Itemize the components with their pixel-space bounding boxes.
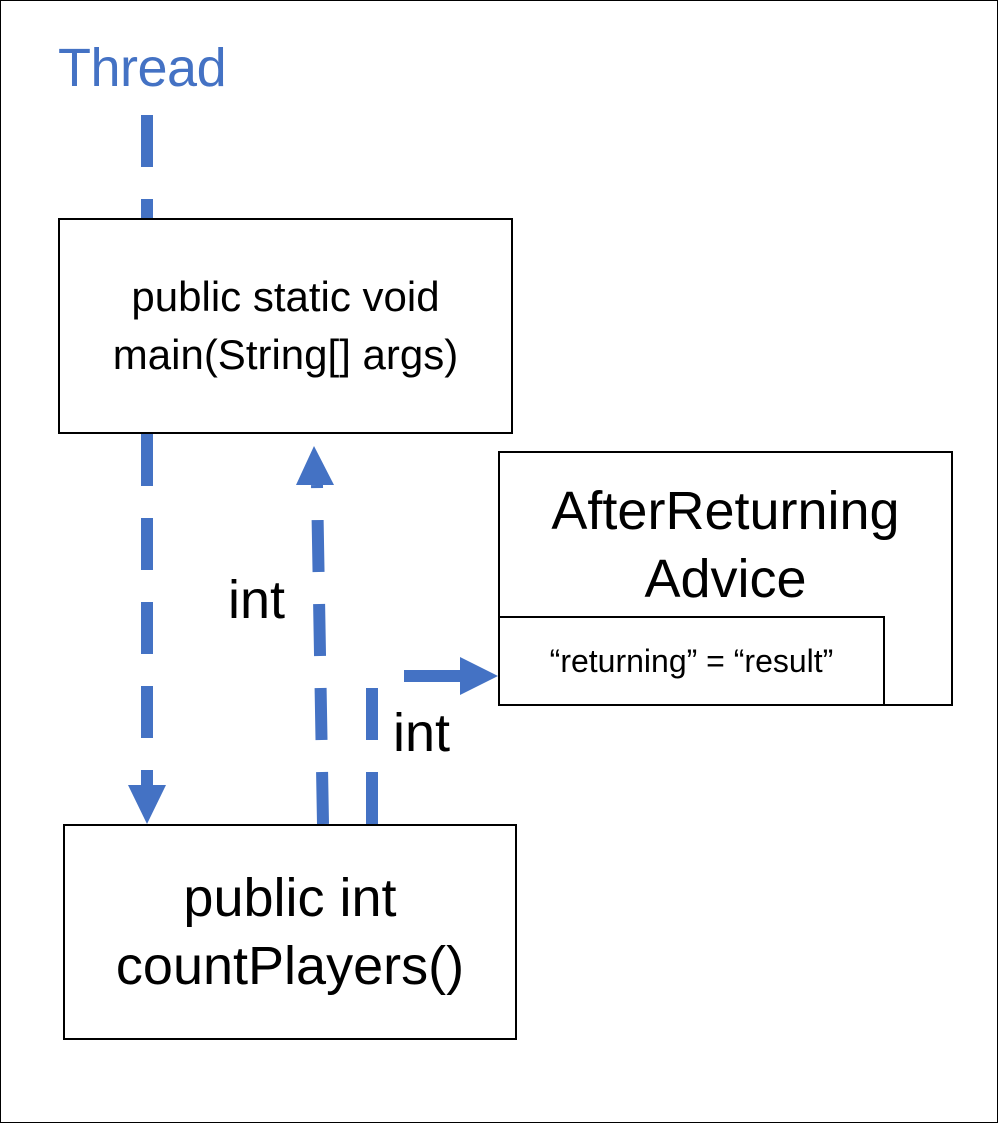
count-players-method-box: public int countPlayers() [63, 824, 517, 1040]
after-returning-advice-box: AfterReturning Advice “returning” = “res… [498, 451, 953, 706]
main-method-label: public static void main(String[] args) [112, 273, 459, 378]
return-type-label-advice: int [393, 703, 451, 763]
advice-arrow-head [460, 657, 498, 695]
returning-attribute: “returning” = “result” [498, 616, 885, 706]
main-method-box: public static void main(String[] args) [58, 218, 513, 434]
return-type-label-main: int [228, 570, 286, 630]
return-arrow-head [296, 446, 334, 485]
advice-title: AfterReturning Advice [551, 481, 900, 609]
returning-attribute-label: “returning” = “result” [549, 642, 834, 679]
call-arrow-head [128, 785, 166, 824]
return-arrow-line [311, 484, 329, 825]
thread-label: Thread [58, 38, 227, 98]
count-players-method-label: public int countPlayers() [115, 868, 465, 996]
